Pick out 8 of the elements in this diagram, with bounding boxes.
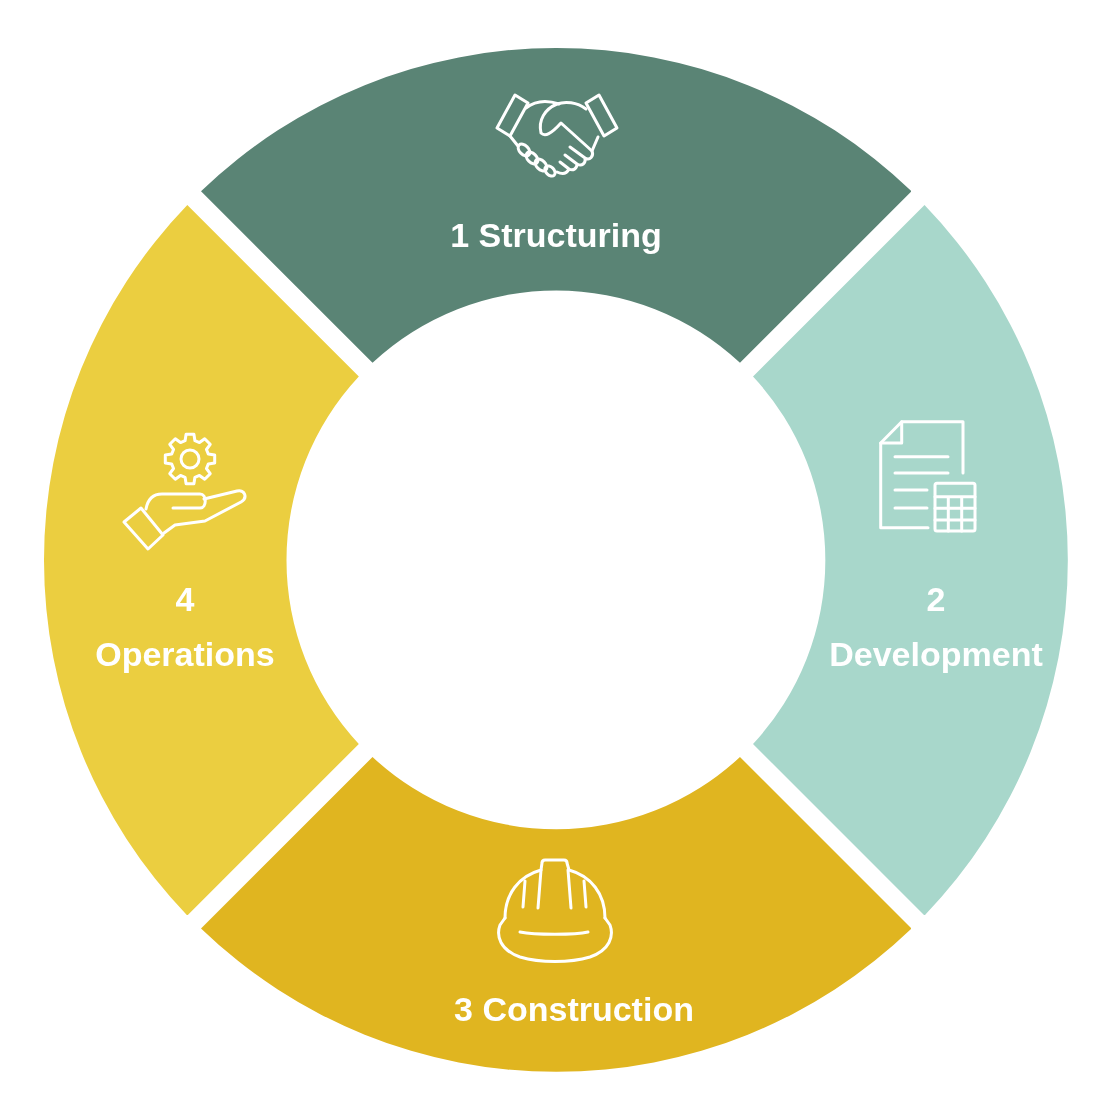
stage-label: 2 Development xyxy=(828,579,1044,675)
stage-label: 3 Construction xyxy=(453,989,695,1030)
ring-segment xyxy=(200,48,912,363)
stage-label: 1 Structuring xyxy=(449,215,663,256)
ring-segment xyxy=(200,757,912,1072)
ring-segment xyxy=(44,204,359,916)
stage-label: 4 Operations xyxy=(94,579,276,675)
ring-segment xyxy=(753,204,1068,916)
